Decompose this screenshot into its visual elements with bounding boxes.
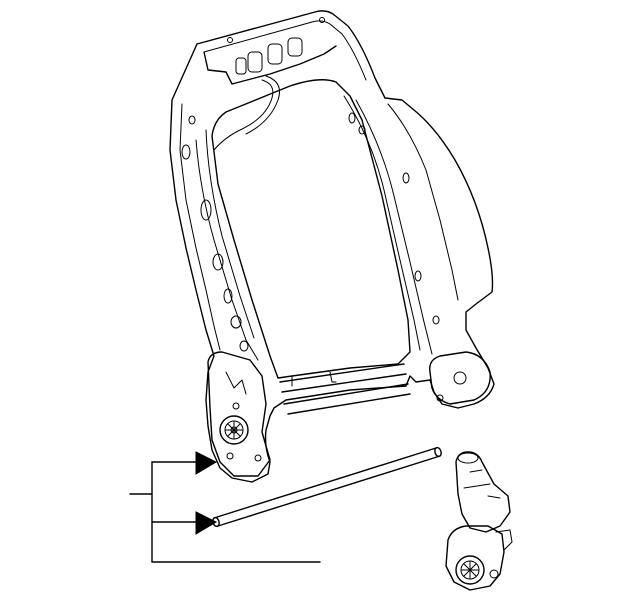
top-slot-3 [267, 43, 283, 65]
motor-drive-wheel [455, 555, 485, 585]
recliner-motor [445, 451, 513, 591]
frame-outline [169, 10, 495, 483]
motor-cap [457, 452, 479, 464]
left-side-member [195, 129, 259, 361]
headrest-wire [213, 75, 280, 151]
right-hole-5 [432, 315, 440, 325]
motor-mount-hole [489, 569, 499, 579]
left-bracket [207, 351, 271, 477]
right-hole-2 [358, 125, 366, 135]
left-bracket-hole-1 [232, 402, 240, 410]
left-bracket-notch [225, 371, 247, 395]
top-hole-2 [319, 17, 325, 23]
right-bracket-pin [436, 394, 444, 402]
right-hole-3 [402, 172, 410, 184]
top-hole-1 [227, 37, 233, 43]
left-hole-7 [239, 340, 249, 352]
left-hole-1 [181, 144, 191, 160]
top-slot-4 [287, 37, 303, 57]
frame-outer-rim [179, 20, 367, 351]
callout-bracket [129, 451, 321, 563]
left-hole-2 [188, 115, 196, 125]
right-side-member [343, 95, 459, 355]
left-bracket-hole-3 [254, 454, 262, 462]
frame-inner-opening [211, 79, 411, 379]
left-hole-3 [200, 199, 212, 221]
seat-back-frame [169, 10, 495, 483]
right-bracket-hole [453, 371, 467, 385]
arrow-to-frame [195, 451, 218, 475]
top-slot-2 [247, 51, 263, 73]
arrow-to-rod [195, 511, 218, 535]
right-hole-4 [414, 270, 422, 282]
bottom-cross-detail [291, 371, 337, 387]
torsion-rod [212, 446, 442, 528]
left-bracket-hole-2 [226, 452, 234, 460]
left-hole-5 [223, 288, 233, 304]
right-bracket [429, 351, 491, 405]
bottom-cross-tube [279, 363, 411, 415]
left-hole-6 [230, 315, 242, 329]
recliner-gear [219, 415, 249, 445]
motor-gearbox [445, 525, 505, 591]
motor-housing [455, 451, 511, 533]
right-hole-1 [348, 112, 356, 124]
top-cross-member [203, 45, 337, 85]
top-slot-1 [235, 57, 247, 75]
left-hole-4 [212, 253, 224, 271]
